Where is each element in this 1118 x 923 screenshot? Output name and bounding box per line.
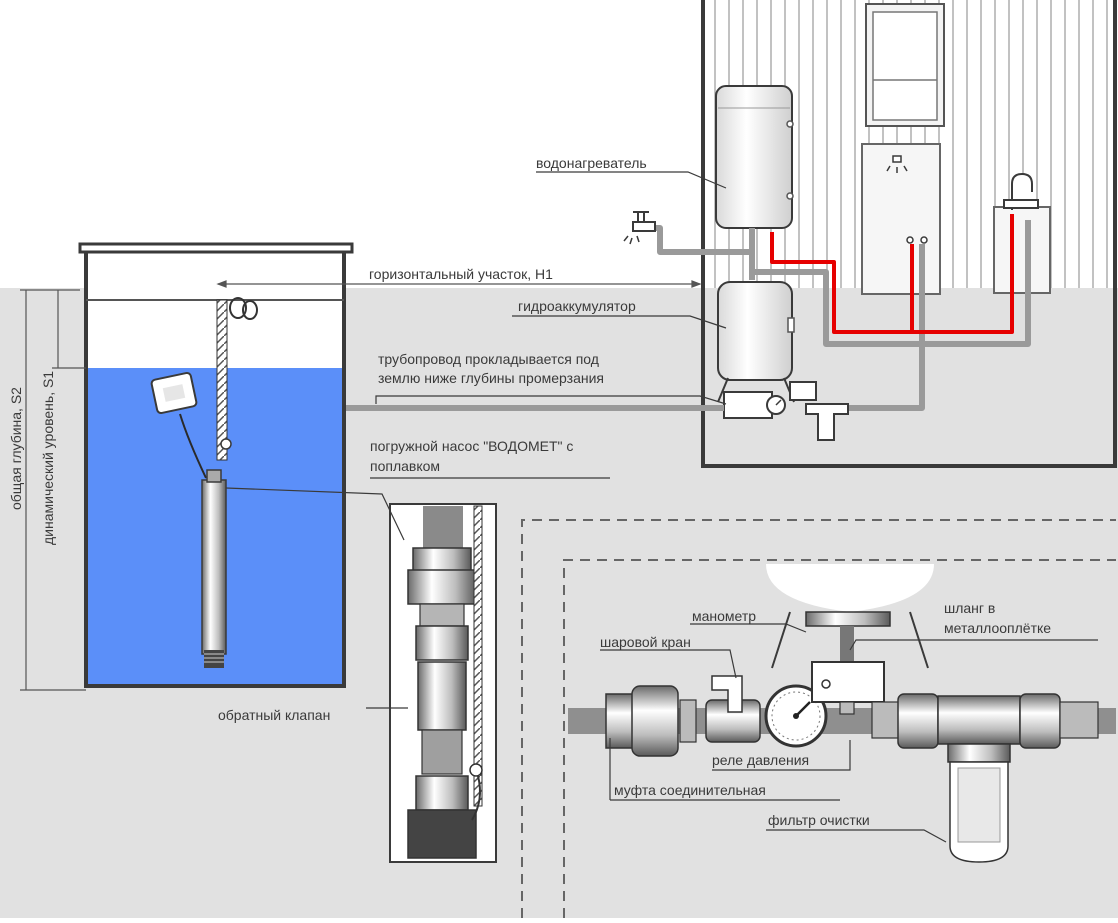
h1-dimension	[216, 280, 702, 288]
label-hose-line1: шланг в	[944, 600, 996, 616]
well	[78, 242, 354, 688]
washbasin	[993, 206, 1051, 294]
label-hose-line2: металлооплётке	[944, 620, 1052, 636]
equipment-detail	[568, 564, 1116, 863]
cold-water-pipes	[655, 220, 1031, 411]
shower-icon	[886, 155, 908, 173]
label-pump-line1: погружной насос "ВОДОМЕТ" с	[370, 438, 574, 454]
shower-valves	[906, 236, 928, 244]
label-accumulator: гидроаккумулятор	[518, 298, 636, 314]
water-heater	[715, 85, 794, 229]
detail-dashed-border	[563, 559, 1116, 918]
label-pipeline-line2: землю ниже глубины промерзания	[378, 370, 605, 386]
float-switch-icon	[150, 371, 207, 479]
pump-rope	[216, 299, 228, 461]
label-total-depth: общая глубина, S2	[8, 387, 24, 510]
house-dashed-border	[521, 519, 1116, 918]
label-dynamic-level: динамический уровень, S1	[40, 370, 56, 545]
label-pump-line2: поплавком	[370, 458, 441, 474]
hot-water-pipes	[770, 214, 1014, 334]
label-pipeline-line1: трубопровод прокладывается под	[378, 351, 599, 367]
faucet-icon	[623, 211, 656, 245]
house	[701, 0, 1117, 468]
label-manometer: манометр	[692, 608, 757, 624]
label-pressure-relay: реле давления	[712, 752, 810, 768]
shower-cabin	[861, 143, 941, 295]
label-water-heater: водонагреватель	[536, 155, 647, 171]
label-ball-valve: шаровой кран	[600, 634, 691, 650]
label-coupling: муфта соединительная	[614, 782, 766, 798]
submersible-pump	[201, 438, 232, 668]
label-filter: фильтр очистки	[768, 812, 870, 828]
label-check-valve: обратный клапан	[218, 707, 331, 723]
mixer-tap-icon	[1003, 172, 1039, 210]
hydro-accumulator	[717, 281, 849, 441]
depth-dimensions	[20, 289, 86, 691]
leader-lines	[225, 171, 1098, 843]
check-valve-detail	[389, 503, 497, 863]
label-horizontal-section: горизонтальный участок, H1	[369, 266, 553, 282]
